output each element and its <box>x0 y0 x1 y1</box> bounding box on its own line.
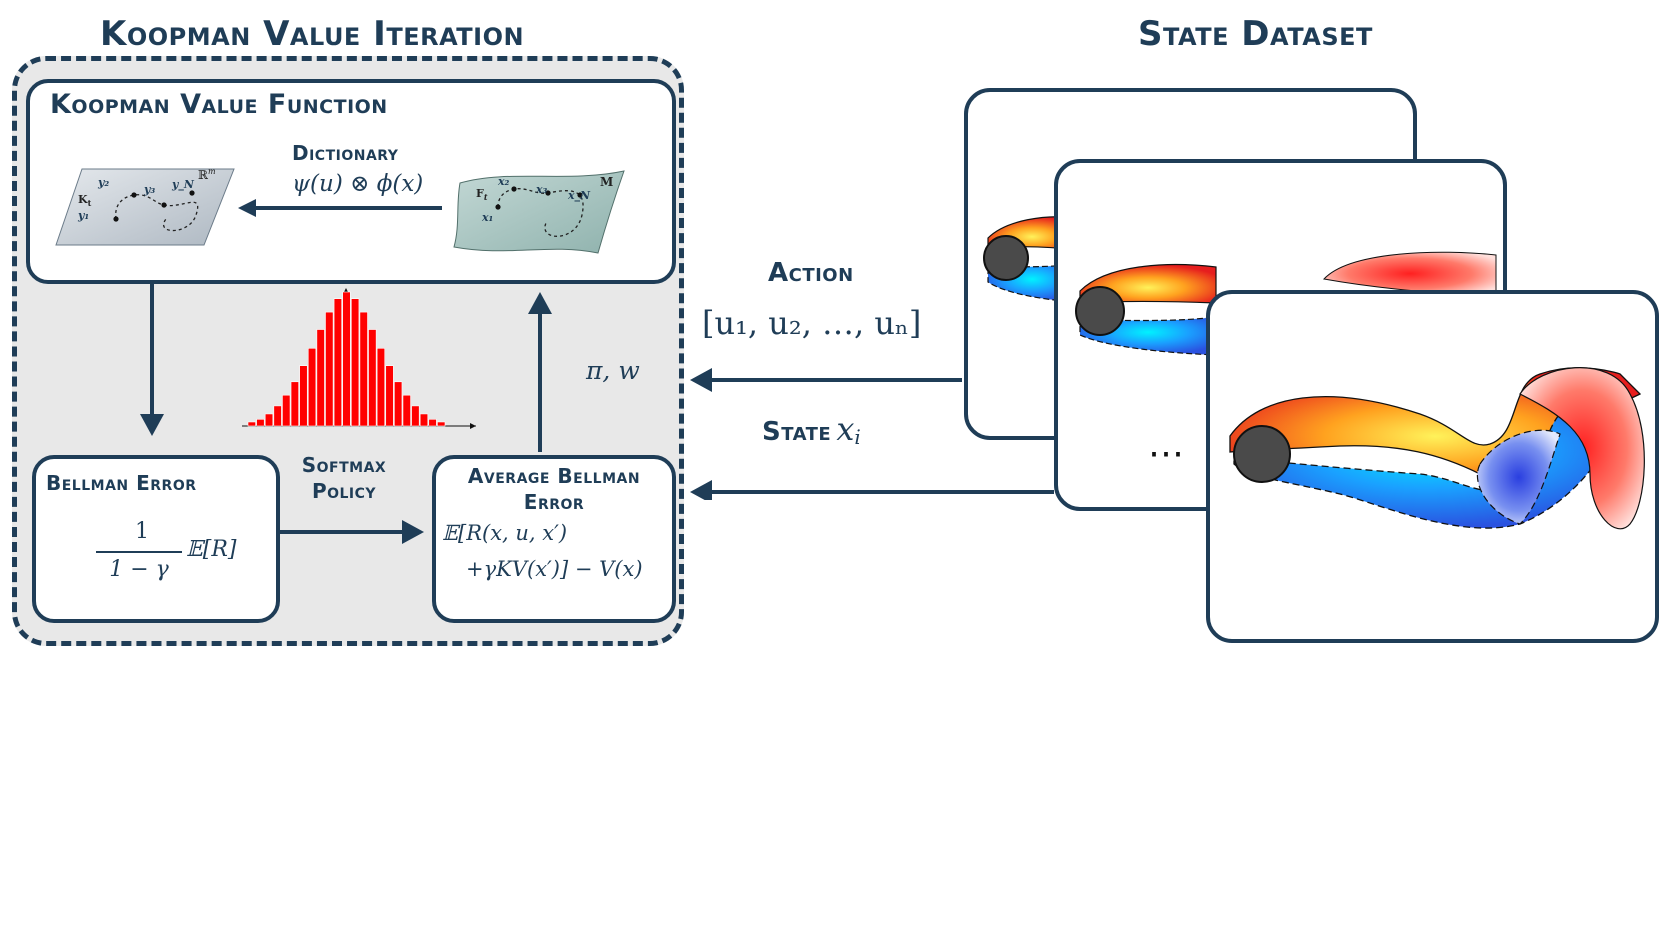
abe-formula-line1: 𝔼[R(x, u, x′) <box>442 521 568 545</box>
dataset-arrows <box>690 368 1054 500</box>
ellipsis: ⋯ <box>1148 433 1184 474</box>
point-x2: x₂ <box>498 175 510 188</box>
histogram-bar <box>273 405 282 427</box>
histogram-bar <box>437 421 446 427</box>
histogram-bar <box>325 311 334 427</box>
average-bellman-error-title: Average Bellman Error <box>467 464 641 514</box>
histogram-bar <box>428 419 437 427</box>
koopman-value-iteration-title: Koopman Value Iteration <box>100 14 525 54</box>
space-Rm: ℝm <box>198 167 216 182</box>
state-label: State xi <box>762 410 861 450</box>
histogram-bar <box>264 413 274 427</box>
histogram-bar <box>299 365 308 427</box>
histogram-bar <box>290 381 299 427</box>
histogram-bar <box>282 394 291 427</box>
histogram-bar <box>316 329 325 427</box>
space-M: M <box>600 175 614 189</box>
histogram-bar <box>411 405 420 427</box>
koopman-value-function-box: Koopman Value Function Dictionary ψ(u) ⊗… <box>26 79 676 284</box>
fraction-denominator: 1 − γ <box>109 557 169 582</box>
dictionary-arrow <box>238 199 442 217</box>
softmax-histogram <box>242 288 476 429</box>
dictionary-label: Dictionary <box>292 141 399 165</box>
histogram-bar <box>368 329 377 427</box>
wake-field-3 <box>1229 367 1645 530</box>
point-y1: y₁ <box>78 209 90 222</box>
average-bellman-error-box: Average Bellman Error 𝔼[R(x, u, x′) +γKV… <box>432 455 676 623</box>
expected-reward: 𝔼[R] <box>186 537 237 562</box>
point-yN: y_N <box>172 178 194 191</box>
bellman-error-title: Bellman Error <box>46 471 197 495</box>
abe-formula-line2: +γKV(x′)] − V(x) <box>466 557 643 581</box>
operator-K: Kt <box>78 193 92 209</box>
panel-arrows <box>140 284 552 544</box>
histogram-bar <box>394 381 403 427</box>
histogram-bar <box>333 298 342 427</box>
koopman-value-function-title: Koopman Value Function <box>50 89 388 120</box>
histogram-bar <box>342 291 351 427</box>
operator-F: Ft <box>476 187 488 203</box>
histogram-bar <box>256 419 265 427</box>
pi-w-label: π, w <box>586 356 640 385</box>
histogram-bar <box>402 394 411 427</box>
fraction-numerator: 1 <box>135 519 149 544</box>
histogram-bar <box>419 413 429 427</box>
point-y3: y₃ <box>144 183 156 196</box>
histogram-bar <box>359 311 368 427</box>
point-y2: y₂ <box>98 176 110 189</box>
fraction-bar <box>96 551 182 553</box>
flow-snapshot-3 <box>1206 290 1659 643</box>
observable-plane <box>55 168 235 246</box>
histogram-bar <box>247 421 256 427</box>
point-xN: x_N <box>568 189 591 202</box>
histogram-bar <box>385 365 394 427</box>
action-label: Action <box>768 258 854 288</box>
action-vector: [u₁, u₂, …, uₙ] <box>702 304 922 342</box>
histogram-bar <box>307 347 317 427</box>
state-manifold <box>453 170 625 254</box>
softmax-policy-label: Softmax Policy <box>301 453 387 503</box>
dictionary-formula: ψ(u) ⊗ ϕ(x) <box>292 171 424 197</box>
bellman-error-box: Bellman Error 1 1 − γ 𝔼[R] <box>32 455 280 623</box>
wake-vortex-2 <box>1323 251 1497 296</box>
point-x3: x₃ <box>536 183 548 196</box>
state-dataset-title: State Dataset <box>1138 14 1373 54</box>
point-x1: x₁ <box>482 211 494 224</box>
histogram-bar <box>351 298 360 427</box>
histogram-bar <box>376 347 386 427</box>
wake-field-2 <box>1075 263 1217 356</box>
